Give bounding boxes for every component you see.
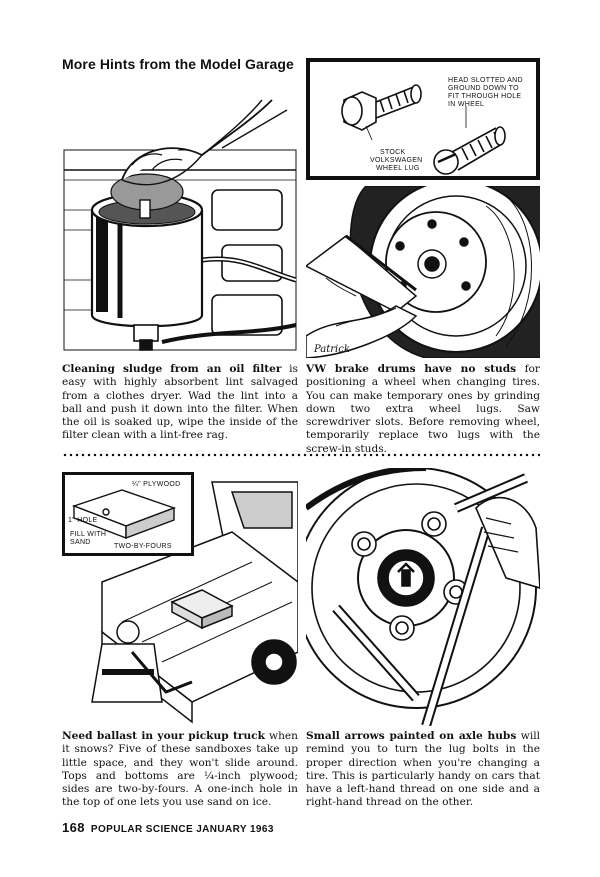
artist-signature: Patrick: [313, 344, 350, 355]
label-slotted-2: GROUND DOWN TO: [448, 85, 519, 92]
caption-ballast: Need ballast in your pickup truck when i…: [62, 730, 298, 810]
axle-hub-drawing: [306, 468, 540, 726]
caption-oil-filter-body: is easy with highly absorbent lint salva…: [62, 363, 298, 442]
label-slotted-3: FIT THROUGH HOLE: [448, 93, 521, 100]
label-plywood: ¼" PLYWOOD: [132, 481, 181, 488]
footer-publication: POPULAR SCIENCE JANUARY 1963: [90, 824, 274, 835]
lug-inset-drawing: STOCK VOLKSWAGEN WHEEL LUG HEAD SLOTTED …: [310, 62, 536, 176]
label-stock-1: STOCK: [380, 149, 406, 156]
label-twobyfours: TWO-BY-FOURS: [114, 543, 172, 550]
label-slotted-4: IN WHEEL: [448, 101, 484, 108]
vw-brake-illustration: Patrick: [306, 186, 540, 358]
dotted-divider: [62, 452, 540, 458]
label-slotted-1: HEAD SLOTTED AND: [448, 77, 523, 84]
axle-hub-illustration: [306, 468, 540, 726]
pickup-truck-illustration: ¼" PLYWOOD 1" HOLE FILL WITH SAND TWO-BY…: [62, 472, 298, 726]
caption-vw-brake: VW brake drums have no studs for positio…: [306, 363, 540, 456]
caption-arrows: Small arrows painted on axle hubs will r…: [306, 730, 540, 810]
label-stock-2: VOLKSWAGEN: [370, 157, 423, 164]
caption-vw-brake-lead: VW brake drums have no studs: [306, 363, 517, 375]
oil-filter-illustration: [62, 80, 298, 358]
caption-arrows-body: will remind you to turn the lug bolts in…: [306, 730, 540, 809]
caption-oil-filter: Cleaning sludge from an oil filter is ea…: [62, 363, 298, 443]
caption-vw-brake-body: for positioning a wheel when changing ti…: [306, 363, 540, 455]
caption-ballast-body: when it snows? Five of these sandboxes t…: [62, 730, 298, 809]
label-stock-3: WHEEL LUG: [376, 165, 420, 172]
caption-arrows-lead: Small arrows painted on axle hubs: [306, 730, 517, 742]
page-number: 168: [62, 820, 85, 835]
oil-filter-drawing: [63, 99, 297, 351]
page-footer: 168 POPULAR SCIENCE JANUARY 1963: [62, 820, 274, 835]
pickup-truck-drawing: ¼" PLYWOOD 1" HOLE FILL WITH SAND TWO-BY…: [62, 472, 298, 724]
label-hole: 1" HOLE: [68, 517, 98, 524]
caption-ballast-lead: Need ballast in your pickup truck: [62, 730, 265, 742]
lug-inset: STOCK VOLKSWAGEN WHEEL LUG HEAD SLOTTED …: [306, 58, 540, 180]
vw-brake-drawing: Patrick: [306, 186, 540, 358]
page-heading: More Hints from the Model Garage: [62, 56, 294, 72]
label-fill-2: SAND: [70, 539, 91, 546]
caption-oil-filter-lead: Cleaning sludge from an oil filter: [62, 363, 282, 375]
label-fill-1: FILL WITH: [70, 531, 106, 538]
